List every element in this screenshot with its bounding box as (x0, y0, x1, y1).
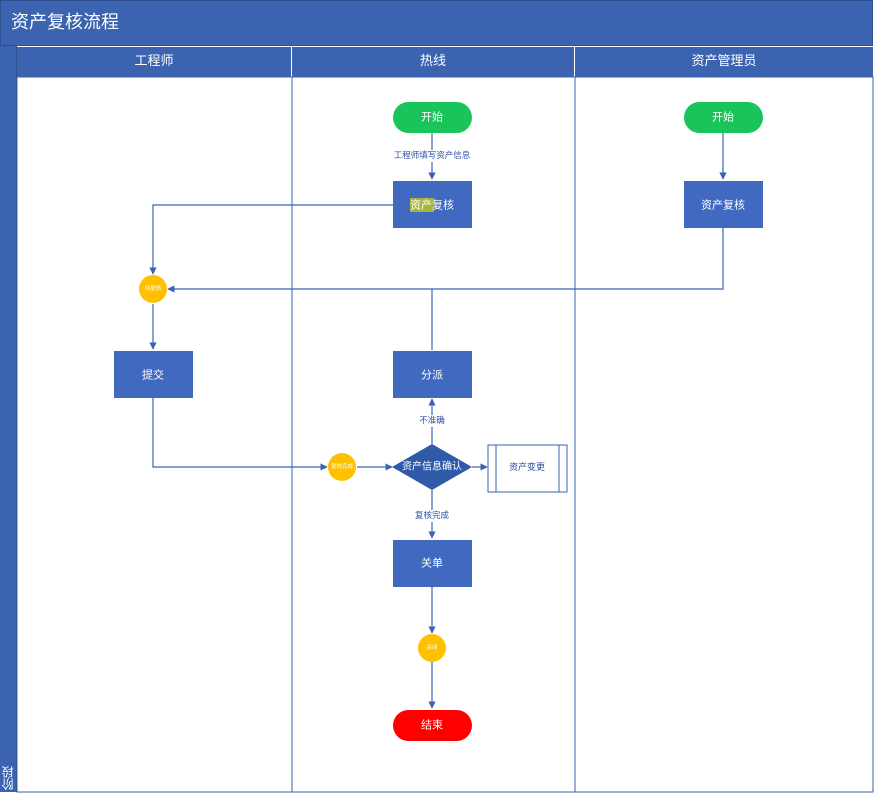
decision-node-confirm-label: 资产信息确认 (402, 460, 462, 473)
end-node (393, 710, 472, 741)
edge-submit-to-review-done (152, 398, 328, 471)
text-highlight (410, 198, 434, 212)
edge-label-review-complete: 复核完成 (415, 510, 450, 521)
connector-pending-review-label: 待复核 (145, 284, 162, 292)
process-node-submit (114, 351, 193, 398)
lane-header-engineer: 工程师 (17, 47, 292, 77)
swimlane-frame (16, 76, 874, 793)
edge-review-to-pending (149, 204, 393, 275)
connector-pending-review (139, 275, 167, 303)
connector-closed-label: 关闭 (426, 643, 437, 651)
process-node-submit-label: 提交 (142, 368, 164, 382)
subprocess-node-asset-change (487, 444, 568, 493)
process-node-dispatch-label: 分派 (421, 369, 443, 382)
page-title: 资产复核流程 (11, 12, 119, 33)
edge-label-inaccurate: 不准确 (419, 415, 445, 426)
edge-label-fill-info: 工程师填写资产信息 (394, 150, 471, 161)
start-node-admin-label: 开始 (712, 110, 734, 124)
edge-label-bg (388, 150, 476, 162)
connector-closed (418, 634, 446, 662)
process-node-close-ticket-label: 关单 (421, 556, 443, 570)
edge-label-bg (408, 510, 456, 522)
start-node-hotline (393, 102, 472, 133)
process-node-admin-review-label: 资产复核 (701, 198, 745, 212)
lane-header-hotline: 热线 (292, 47, 575, 77)
lane-header-asset-admin: 资产管理员 (575, 47, 873, 77)
connector-review-done-label: 复核完成 (331, 462, 354, 470)
connector-review-done (328, 453, 356, 481)
process-node-hotline-review-label: 资产复核 (410, 198, 454, 212)
title-bar: 资产复核流程 (0, 0, 873, 46)
edge-admin-review-to-pending (167, 228, 724, 293)
start-node-admin (684, 102, 763, 133)
decision-node-confirm (392, 444, 472, 490)
start-node-hotline-label: 开始 (421, 110, 443, 124)
edge-label-bg (414, 415, 450, 427)
process-node-close-ticket (393, 540, 472, 587)
process-node-dispatch (393, 351, 472, 398)
process-node-admin-review (684, 181, 763, 228)
subprocess-node-asset-change-label: 资产变更 (509, 461, 545, 473)
end-node-label: 结束 (421, 719, 443, 732)
